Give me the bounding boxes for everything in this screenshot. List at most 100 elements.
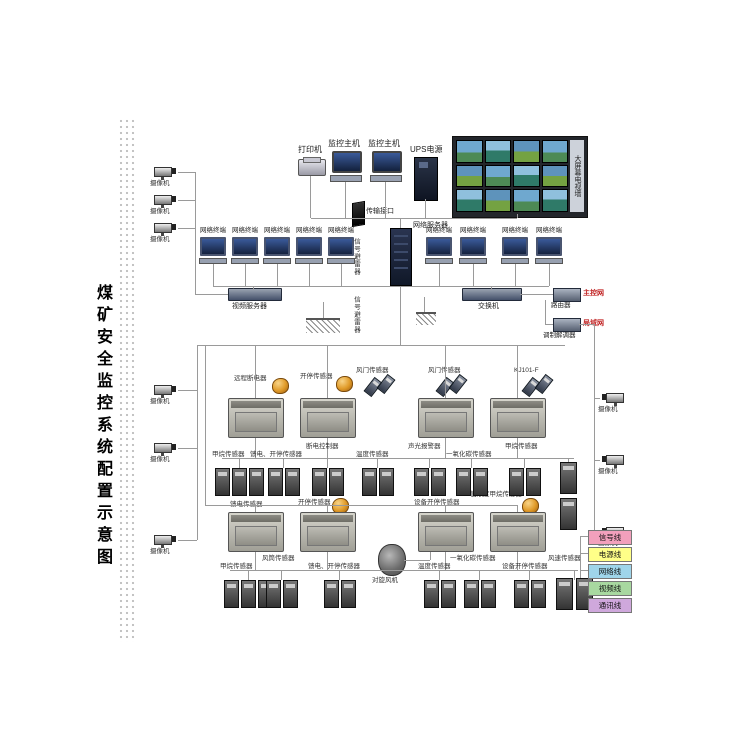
dotted-border-strip [118,118,136,642]
camera-label: 摄像机 [598,406,618,413]
wire [594,398,600,399]
wire [197,345,198,540]
sensor-icon [312,468,327,496]
signal-arrester-label-2: 信号避雷器 [352,296,360,334]
wire [213,286,549,287]
wire [205,346,206,505]
sensor-icon [379,468,394,496]
network-terminal: 网络终端 [424,227,454,264]
wire [545,300,546,324]
sensor-icon [441,580,456,608]
terminal-label: 网络终端 [502,227,528,234]
wire [445,550,446,570]
wire [400,286,401,345]
keyboard-icon [327,257,355,264]
wire [327,436,328,458]
low-methane-sensor-label: 低浓度甲烷传感器 [470,491,522,498]
wire [277,264,278,286]
sensor-icon [509,468,524,496]
monitoring-substation [418,512,474,552]
network-terminal: 网络终端 [294,227,324,264]
transmission-interface-label: 传输接口 [366,208,394,215]
network-server-label: 网络服务器 [413,222,448,229]
sensor-label: 风速传感器 [548,555,581,562]
wire [327,458,328,468]
legend-item: 视频线 [588,581,632,596]
sensor-label: 馈电、开停传感器 [308,563,360,570]
monitoring-substation [418,398,474,438]
equip-onoff-sensor-label: 设备开停传感器 [414,499,460,506]
monitor-icon [426,236,452,256]
monitor-icon [328,236,354,256]
wire [195,172,196,294]
monitoring-substation [228,398,284,438]
wire [327,550,328,570]
wire [404,560,430,561]
sensor-icon [464,580,479,608]
wire [178,390,197,391]
sensor-icon [268,468,283,496]
wall-screen [484,140,511,163]
sensor-label: 声光报警器 [408,443,441,450]
fan-icon [378,544,406,576]
wire [424,297,425,312]
wire [255,505,256,512]
wire [515,264,516,286]
wire [594,460,600,461]
sensor-icon [456,468,471,496]
sensor-icon [285,468,300,496]
terminal-label: 网络终端 [328,227,354,234]
camera-icon [154,221,178,236]
camera-label: 摄像机 [150,208,170,215]
lan-label: 局域网 [583,320,604,327]
network-terminal: 网络终端 [500,227,530,264]
sensor-label: 甲烷传感器 [220,563,253,570]
sensor-label: 甲烷传感器 [212,451,245,458]
terminal-label: 网络终端 [296,227,322,234]
wire [580,536,588,537]
wire [178,172,195,173]
wire [529,570,530,580]
sensor-icon [514,580,529,608]
monitoring-substation [490,512,546,552]
wire [253,286,254,290]
monitor-icon [502,236,528,256]
camera-icon [600,391,624,406]
wall-screen [456,189,483,212]
wall-screen [513,164,540,188]
wire [245,264,246,286]
sensor-label: 馈电、开停传感器 [250,451,302,458]
onoff-sensor-label: 开停传感器 [300,373,333,380]
camera-icon [154,193,178,208]
sensor-icon [414,468,429,496]
host2-label: 监控主机 [368,139,400,148]
monitoring-substation [300,512,356,552]
wall-screen [484,189,511,212]
sensor-icon [215,468,230,496]
wall-screen [456,140,483,163]
network-terminal: 网络终端 [458,227,488,264]
network-terminal: 网络终端 [230,227,260,264]
wire [197,345,565,346]
wire [479,570,480,580]
terminal-label: 网络终端 [426,227,452,234]
wire [445,436,446,458]
wire [517,550,518,570]
wire [524,458,525,468]
camera-label: 摄像机 [150,236,170,243]
camera-icon [154,533,178,548]
wind-door-sensor-icon [521,373,554,398]
wire [517,214,518,218]
host2-monitor-icon [372,151,402,173]
monitor-icon [536,236,562,256]
monitor-icon [296,236,322,256]
feed-sensor-label: 馈电传感器 [230,501,263,509]
monitor-icon [460,236,486,256]
wall-screen [513,140,540,163]
printer-icon [298,157,326,176]
sensor-label: 风筒传感器 [262,555,295,562]
wire [517,436,518,458]
wire [377,458,378,468]
router-icon [553,288,581,302]
